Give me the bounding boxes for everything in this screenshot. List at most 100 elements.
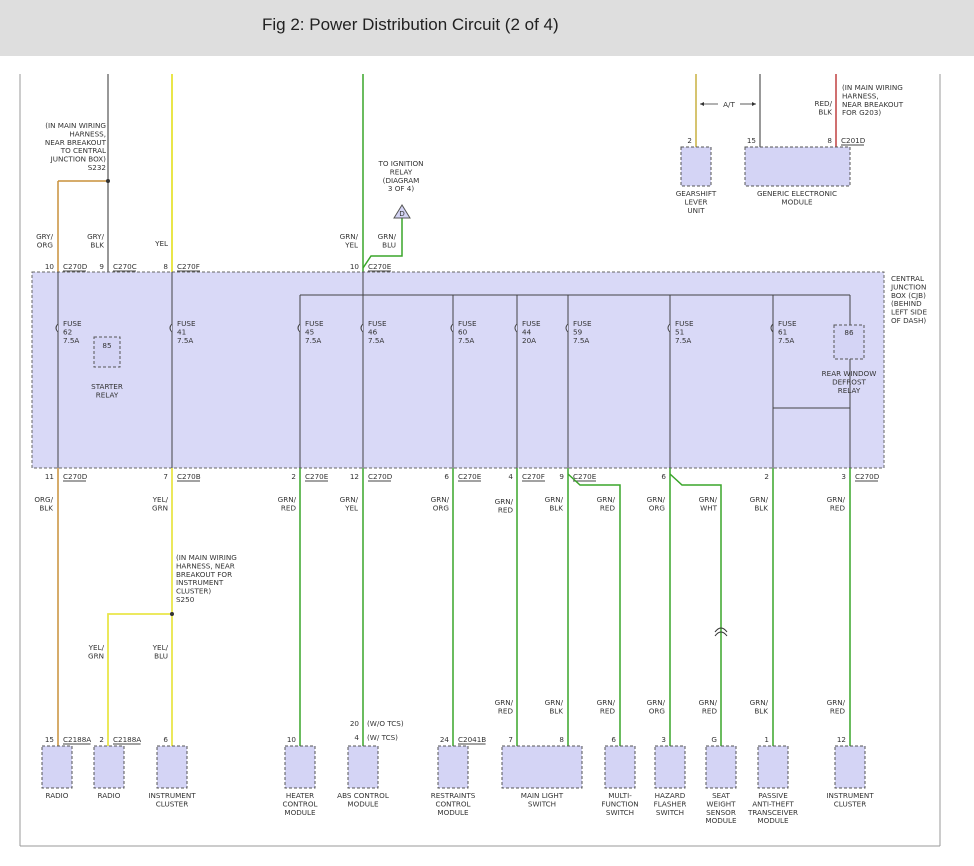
connector-pin: 8 <box>163 262 168 271</box>
component-pin: 6 <box>163 735 168 744</box>
connector-pin: 11 <box>45 472 54 481</box>
connector-id: C270D <box>368 472 393 481</box>
wire-color-label: GRN/ <box>827 495 846 504</box>
connector-pin: 15 <box>747 136 756 145</box>
component-label: MODULE <box>757 816 789 825</box>
fuse-label: 7.5A <box>458 336 474 345</box>
generic-module-label: MODULE <box>781 197 813 206</box>
component-label: RADIO <box>46 791 69 800</box>
component-label: INSTRUMENT <box>148 791 196 800</box>
connector-pin: 20 <box>350 719 360 728</box>
s232-note: S232 <box>88 163 106 172</box>
fuse-label: 60 <box>458 327 468 336</box>
fuse-label: FUSE <box>63 319 82 328</box>
seat-weight-sensor-module <box>705 745 737 789</box>
wire-color-label: ORG <box>37 240 53 249</box>
component-label: MODULE <box>284 808 316 817</box>
fuse-label: 41 <box>177 327 186 336</box>
component-label: WEIGHT <box>706 799 736 808</box>
g203-note: (IN MAIN WIRING <box>842 83 903 92</box>
cjb-label: OF DASH) <box>891 316 926 325</box>
component-pin: 15 <box>45 735 54 744</box>
wire-color-label: BLK <box>754 706 768 715</box>
s250-note: CLUSTER) <box>176 587 211 596</box>
fuse-symbol <box>450 323 454 333</box>
wire-color-label: ORG <box>649 706 665 715</box>
component-label: MULTI- <box>608 791 632 800</box>
figure-title: Fig 2: Power Distribution Circuit (2 of … <box>262 15 559 34</box>
cjb-label: JUNCTION <box>890 282 926 291</box>
connector-pin: 6 <box>444 472 449 481</box>
component-pin: 6 <box>611 735 616 744</box>
s232-note: NEAR BREAKOUT <box>45 138 107 147</box>
connector-id: C2041B <box>458 735 486 744</box>
component-label: SWITCH <box>606 808 634 817</box>
wire-color-label: RED <box>702 706 718 715</box>
ignition-relay-note: TO IGNITION <box>377 159 423 168</box>
cjb-label: BOX (CJB) <box>891 291 926 300</box>
component-label: HAZARD <box>655 791 686 800</box>
splice-s232 <box>106 179 110 183</box>
component-pin: 3 <box>661 735 666 744</box>
generic-module-label: GENERIC ELECTRONIC <box>757 189 837 198</box>
fuse-label: 44 <box>522 327 532 336</box>
central-junction-box <box>31 271 885 469</box>
fuse-label: 59 <box>573 327 583 336</box>
connector-pin: 7 <box>163 472 168 481</box>
wire-color-label: GRN/ <box>597 698 616 707</box>
fuse-symbol <box>55 323 59 333</box>
wire-multifunction <box>567 473 621 746</box>
connector-id: C270F <box>177 262 200 271</box>
instrument-cluster-2 <box>834 745 866 789</box>
wire-color-label: BLK <box>549 706 563 715</box>
component-label: MODULE <box>705 816 737 825</box>
connector-id: C270D <box>63 262 88 271</box>
wire-color-label: GRN/ <box>378 232 397 241</box>
wire-color-label: RED <box>498 505 514 514</box>
cjb-label: LEFT SIDE <box>891 308 927 317</box>
wire-color-label: BLK <box>90 240 104 249</box>
connector-id: C270E <box>458 472 482 481</box>
splice-s250 <box>170 612 174 616</box>
component-label: CONTROL <box>435 799 470 808</box>
wire-color-label: RED <box>830 503 846 512</box>
connector-pin: 2 <box>291 472 296 481</box>
connector-id: C270E <box>573 472 597 481</box>
abs-note: (W/ TCS) <box>367 733 398 742</box>
wire-color-label: RED <box>600 503 616 512</box>
component-label: MAIN LIGHT <box>521 791 564 800</box>
wire-color-label: RED <box>281 503 297 512</box>
connector-id: C270D <box>63 472 88 481</box>
fuse-label: FUSE <box>675 319 694 328</box>
diagram-ref-triangle <box>393 204 411 219</box>
component-label: HEATER <box>286 791 314 800</box>
fuse-label: 51 <box>675 327 684 336</box>
component-label: ABS CONTROL <box>337 791 389 800</box>
wire-color-label: YEL <box>344 503 358 512</box>
fuse-label: FUSE <box>177 319 196 328</box>
fuse-label: FUSE <box>778 319 797 328</box>
wire-color-label: ORG/ <box>34 495 53 504</box>
connector-id: C270D <box>855 472 880 481</box>
wire-color-label: GRY/ <box>36 232 53 241</box>
component-pin: 24 <box>440 735 450 744</box>
component-label: SENSOR <box>706 808 736 817</box>
component-label: ANTI-THEFT <box>752 799 794 808</box>
wire-color-label: GRN <box>152 503 168 512</box>
at-label: A/T <box>723 100 735 109</box>
fuse-circuits <box>55 144 878 745</box>
wire-color-label: GRN/ <box>647 698 666 707</box>
fuse-symbol <box>565 323 569 333</box>
component-label: CONTROL <box>282 799 317 808</box>
fuse-label: 7.5A <box>305 336 321 345</box>
hazard-flasher-switch <box>654 745 686 789</box>
wire-color-label: GRN/ <box>545 495 564 504</box>
wire-color-label: GRN/ <box>699 698 718 707</box>
diagram-ref-label: D <box>399 209 405 218</box>
connector-id: C2188A <box>63 735 91 744</box>
s232-note: JUNCTION BOX) <box>50 155 107 164</box>
rear-window-defrost-relay <box>833 324 865 360</box>
multi-function-switch <box>604 745 636 789</box>
component-label: TRANSCEIVER <box>747 808 798 817</box>
